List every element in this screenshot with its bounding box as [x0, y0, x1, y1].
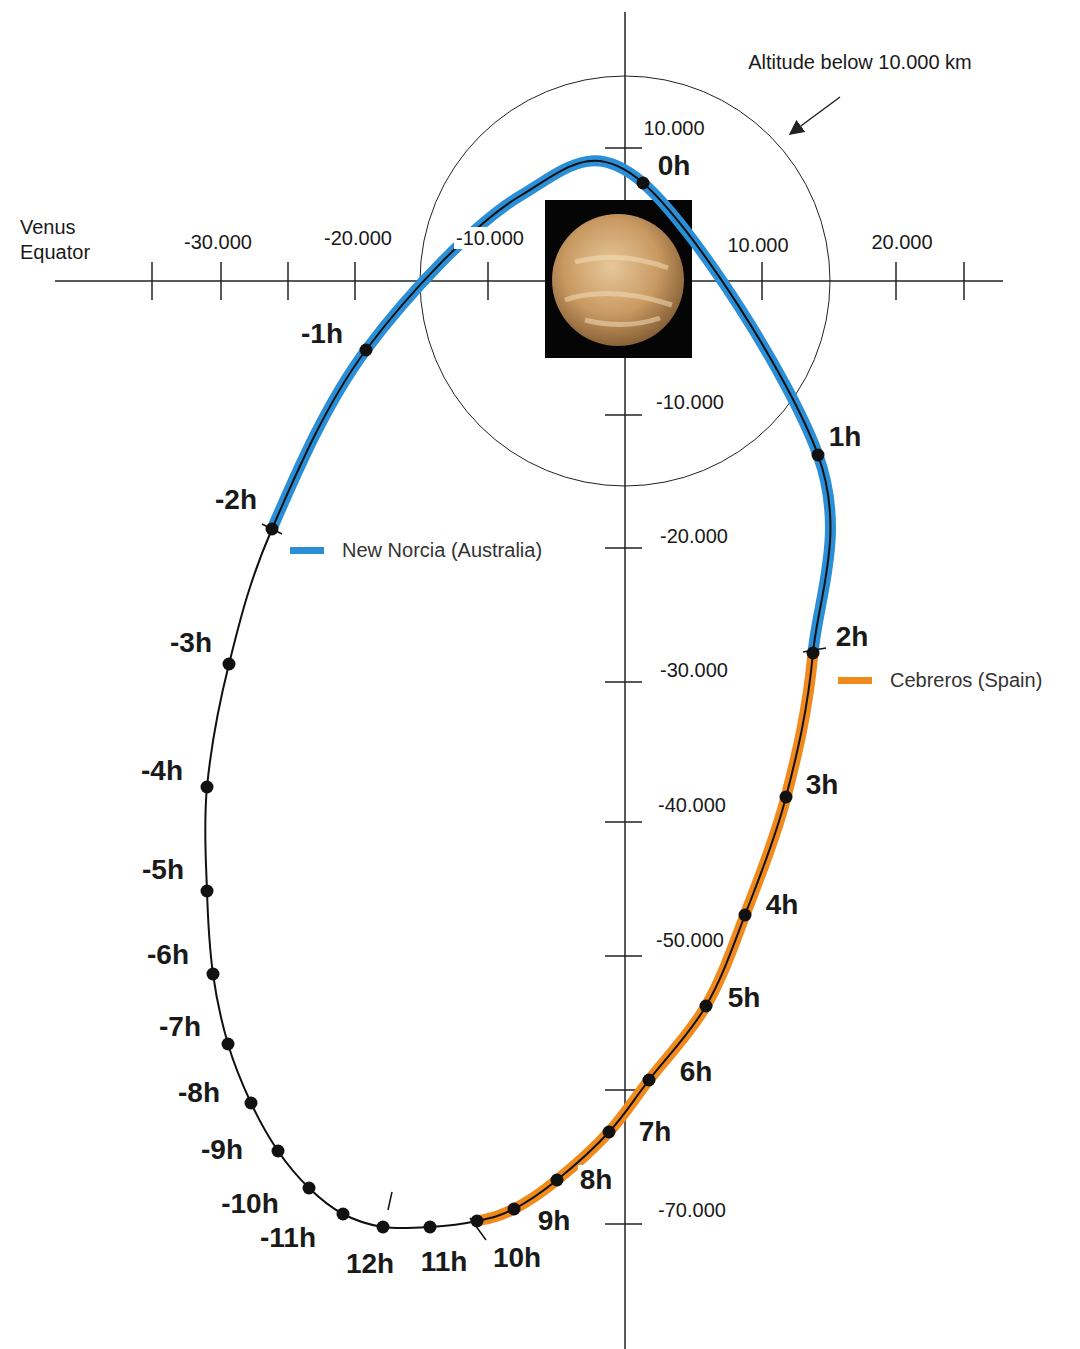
- hour-dot: [201, 885, 214, 898]
- tick-mark: [388, 1192, 392, 1210]
- hour-dot: [643, 1074, 656, 1087]
- hour-dot: [551, 1174, 564, 1187]
- hour-label: -5h: [140, 855, 186, 886]
- hour-label: 6h: [678, 1057, 715, 1088]
- hour-label: -2h: [213, 485, 259, 516]
- coverage-band: [477, 653, 813, 1221]
- hour-dot: [700, 1000, 713, 1013]
- hour-label: 3h: [804, 770, 841, 801]
- hour-label: 11h: [419, 1247, 470, 1278]
- axis-value: -50.000: [654, 929, 726, 951]
- tick-mark: [262, 524, 282, 534]
- venus-clouds: [565, 257, 672, 324]
- legend-swatch: [838, 677, 872, 684]
- axis-value: -20.000: [322, 227, 394, 249]
- axis-value: -70.000: [656, 1199, 728, 1221]
- hour-dot: [508, 1203, 521, 1216]
- hour-label: 0h: [656, 151, 693, 182]
- hour-label: -1h: [299, 319, 345, 350]
- hour-dot: [780, 791, 793, 804]
- hour-label: -11h: [258, 1223, 318, 1254]
- hour-label: -7h: [157, 1012, 203, 1043]
- legend-item: New Norcia (Australia): [290, 539, 542, 562]
- altitude-circle: [420, 76, 830, 486]
- legend-text: New Norcia (Australia): [342, 539, 542, 562]
- hour-dot: [424, 1221, 437, 1234]
- hour-dot: [245, 1097, 258, 1110]
- hour-dot: [360, 344, 373, 357]
- axis-value: 10.000: [725, 234, 790, 256]
- hour-dot: [739, 909, 752, 922]
- hour-label: 12h: [344, 1249, 396, 1280]
- tick-mark: [803, 648, 826, 652]
- axis-value: -30.000: [182, 231, 254, 253]
- axis-value: -40.000: [656, 794, 728, 816]
- hour-dot: [207, 968, 220, 981]
- hour-dot: [807, 647, 820, 660]
- hour-dot: [812, 449, 825, 462]
- hour-dot: [272, 1145, 285, 1158]
- legend-swatch: [290, 547, 324, 554]
- hour-label: 5h: [726, 983, 763, 1014]
- hour-dot: [637, 177, 650, 190]
- hour-label: -8h: [176, 1078, 222, 1109]
- leader-arrow: [790, 97, 840, 134]
- hour-dot: [201, 781, 214, 794]
- hour-label: 7h: [637, 1117, 674, 1148]
- axis-value: -10.000: [654, 391, 726, 413]
- hour-label: 1h: [827, 422, 864, 453]
- venus-planet: [552, 214, 684, 346]
- hour-label: -9h: [199, 1135, 245, 1166]
- axis-value: 20.000: [869, 231, 934, 253]
- hour-label: 2h: [834, 622, 871, 653]
- x-axis: [55, 280, 1003, 282]
- hour-dot: [337, 1208, 350, 1221]
- coverage-band: [272, 161, 830, 653]
- hour-dot: [223, 658, 236, 671]
- hour-label: 8h: [578, 1165, 615, 1196]
- hour-label: -6h: [145, 940, 191, 971]
- axis-value: -30.000: [658, 659, 730, 681]
- hour-label: 4h: [764, 890, 801, 921]
- hour-dot: [222, 1038, 235, 1051]
- orbit: [201, 161, 831, 1240]
- legend-text: Cebreros (Spain): [890, 669, 1042, 692]
- axis-value: -10.000: [454, 227, 526, 249]
- orbit-line: [205, 161, 830, 1228]
- venus-image: [545, 200, 692, 358]
- axis-value: -20.000: [658, 525, 730, 547]
- hour-label: 10h: [491, 1243, 543, 1274]
- axis-value: 10.000: [641, 117, 706, 139]
- hour-label: -4h: [139, 756, 185, 787]
- hour-label: -10h: [219, 1189, 281, 1220]
- hour-dot: [603, 1126, 616, 1139]
- axis-ticks: [152, 148, 964, 1224]
- hour-label: -3h: [168, 628, 214, 659]
- legend-item: Cebreros (Spain): [838, 669, 1042, 692]
- tick-mark: [470, 1218, 486, 1240]
- note-label: Venus Equator: [18, 215, 102, 265]
- note-label: Altitude below 10.000 km: [746, 51, 973, 73]
- hour-label: 9h: [536, 1206, 573, 1237]
- hour-dot: [303, 1182, 316, 1195]
- hour-dot: [377, 1221, 390, 1234]
